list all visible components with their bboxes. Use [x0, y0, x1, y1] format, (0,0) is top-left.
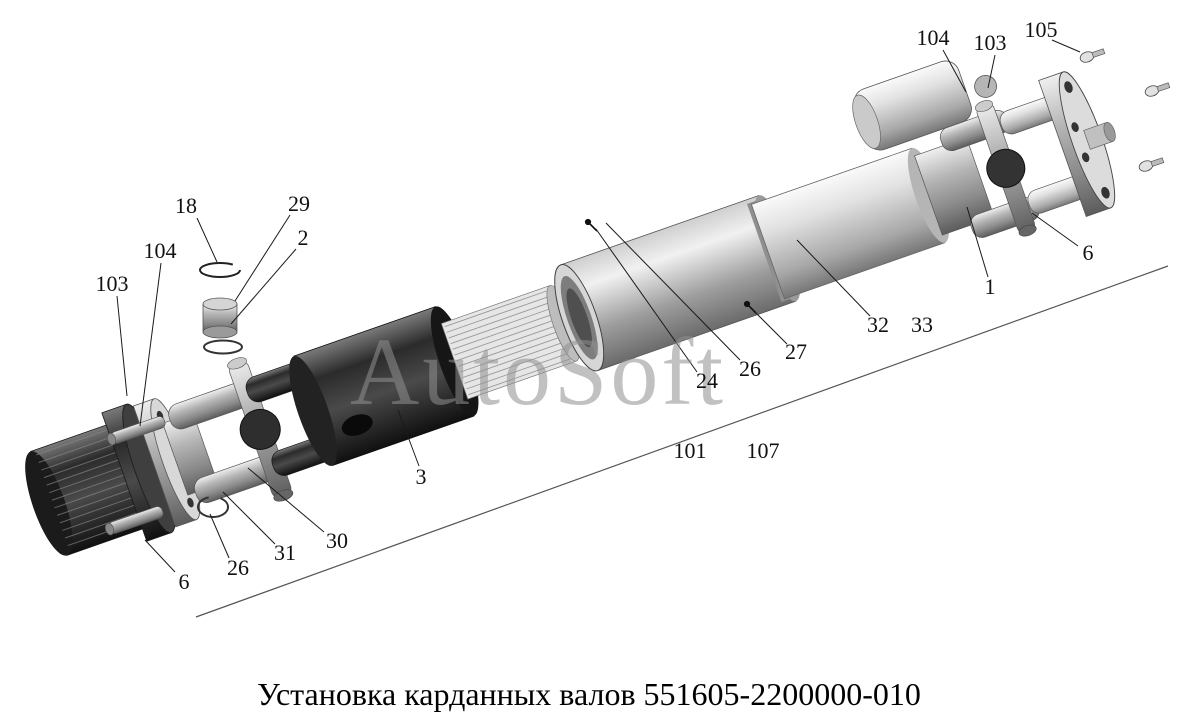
bearing-cup-2	[202, 297, 238, 339]
part-label-104-left: 104	[143, 238, 177, 263]
part-label-103-top: 103	[973, 30, 1007, 55]
right-universal-joint	[914, 100, 1040, 238]
reference-line	[195, 265, 1169, 618]
part-label-6-right: 6	[1082, 240, 1094, 265]
diagram-caption: Установка карданных валов 551605-2200000…	[257, 676, 921, 712]
left-universal-joint	[162, 357, 341, 503]
right-end-flange	[999, 71, 1116, 217]
part-label-29: 29	[288, 191, 310, 216]
part-label-3: 3	[415, 464, 427, 489]
snap-ring-26	[197, 496, 229, 518]
part-label-26-left: 26	[227, 555, 249, 580]
leader-lines	[116, 39, 1081, 573]
part-label-2: 2	[297, 225, 309, 250]
part-label-26-mid: 26	[739, 356, 761, 381]
part-label-101: 101	[673, 438, 707, 463]
part-label-24: 24	[696, 368, 718, 393]
ring-29	[203, 339, 243, 355]
snap-ring-18	[199, 262, 241, 278]
part-label-105: 105	[1024, 17, 1058, 42]
right-flange-bolts	[1079, 48, 1171, 172]
part-label-27: 27	[785, 339, 807, 364]
part-label-32: 32	[867, 312, 889, 337]
part-label-31: 31	[274, 540, 296, 565]
part-label-18: 18	[175, 193, 197, 218]
part-label-1: 1	[984, 274, 996, 299]
detached-right-yoke	[852, 60, 997, 151]
part-label-6-left: 6	[178, 569, 190, 594]
flange-bolt-lower	[104, 506, 164, 536]
part-label-33: 33	[911, 312, 933, 337]
part-label-104-top: 104	[916, 25, 950, 50]
part-label-107: 107	[746, 438, 780, 463]
part-label-103-left: 103	[95, 271, 129, 296]
part-label-30: 30	[326, 528, 348, 553]
left-joint-small-parts	[104, 262, 243, 536]
flange-bolt-upper	[106, 416, 166, 446]
driveshaft-assembly	[25, 60, 1116, 556]
